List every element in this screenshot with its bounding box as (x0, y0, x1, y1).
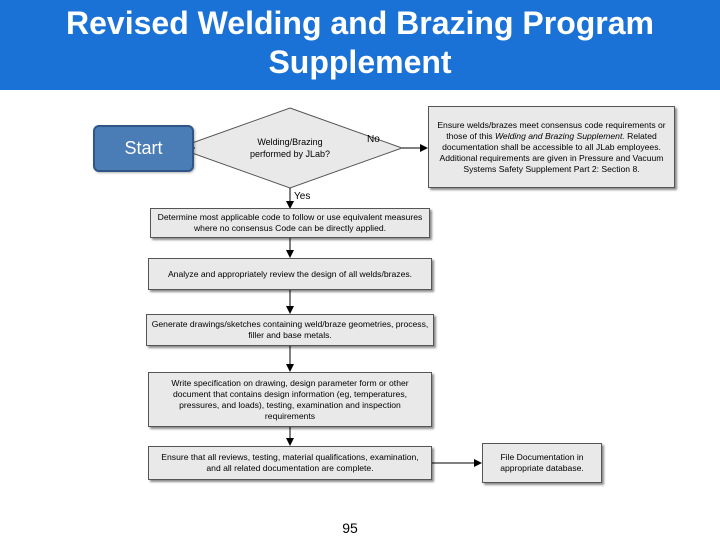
no-label: No (367, 134, 380, 145)
slide-title-line-1: Revised Welding and Brazing Program (66, 5, 654, 41)
decision-label: Welding/Brazing performed by JLab? (249, 137, 331, 159)
page-number: 95 (342, 520, 358, 536)
no-branch-text-part-1: Ensure welds/brazes meet consensus code … (437, 119, 666, 141)
step-determine-code: Determine most applicable code to follow… (150, 208, 430, 238)
start-node: Start (93, 125, 194, 172)
step-analyze-design: Analyze and appropriately review the des… (148, 258, 432, 290)
step-generate-drawings: Generate drawings/sketches containing we… (146, 314, 434, 346)
no-branch-text-part-2: Related documentation shall be accessibl… (439, 130, 664, 174)
slide-title-line-2: Supplement (268, 44, 452, 80)
yes-label: Yes (294, 191, 311, 202)
slide-title: Revised Welding and Brazing Program Supp… (0, 4, 720, 82)
no-branch-text-italic: Welding and Brazing Supplement. (494, 130, 625, 141)
title-bar (0, 0, 720, 90)
step-write-specification: Write specification on drawing, design p… (148, 372, 432, 427)
final-file-documentation: File Documentation in appropriate databa… (482, 443, 602, 483)
no-branch-box: Ensure welds/brazes meet consensus code … (428, 106, 675, 188)
no-branch-text: Ensure welds/brazes meet consensus code … (433, 120, 670, 175)
step-ensure-complete: Ensure that all reviews, testing, materi… (148, 446, 432, 480)
